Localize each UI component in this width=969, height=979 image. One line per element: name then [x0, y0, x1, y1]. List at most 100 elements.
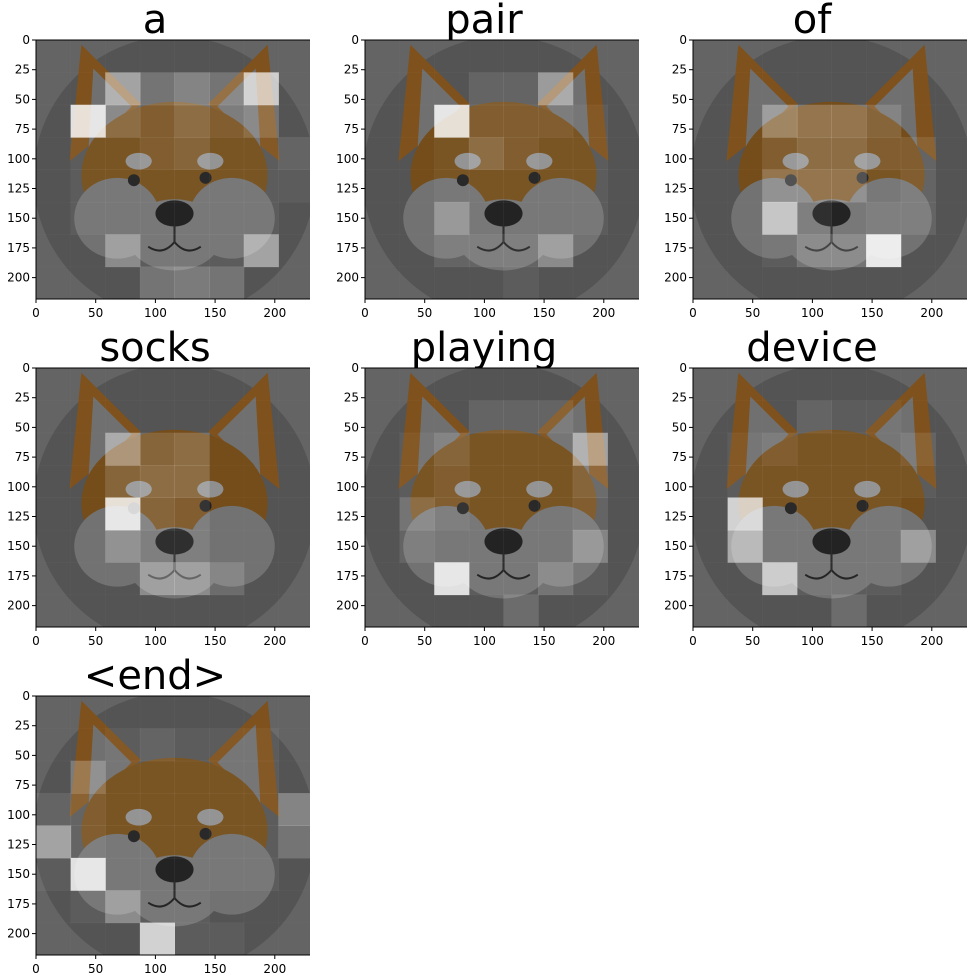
attention-cell	[209, 234, 245, 268]
y-tick-label: 150	[7, 211, 30, 225]
attention-cell	[243, 266, 279, 299]
attention-cell	[693, 368, 729, 401]
panel-title: a	[142, 0, 168, 43]
attention-cell	[139, 728, 175, 762]
x-tick-label: 150	[861, 306, 884, 320]
attention-cell	[935, 465, 967, 498]
attention-cell	[434, 432, 470, 466]
attention-cell	[831, 497, 867, 531]
attention-cell	[399, 465, 435, 498]
attention-cell	[572, 562, 608, 596]
x-tick-label: 100	[473, 634, 496, 648]
attention-cell	[866, 497, 902, 531]
x-tick-label: 100	[801, 634, 824, 648]
attention-cell	[572, 368, 608, 401]
attention-cell	[831, 266, 867, 299]
attention-cell	[278, 137, 310, 170]
attention-cell	[70, 137, 106, 170]
attention-cell	[538, 400, 574, 434]
y-tick-label: 25	[672, 391, 687, 405]
attention-cell	[209, 728, 245, 762]
x-tick-label: 200	[263, 634, 286, 648]
attention-cell	[762, 137, 798, 170]
attention-cell	[796, 137, 832, 170]
attention-cell	[727, 201, 763, 235]
attention-cell	[36, 890, 72, 924]
attention-cell	[762, 594, 798, 627]
attention-cell	[36, 72, 72, 106]
attention-cell	[365, 594, 401, 627]
attention-cell	[243, 497, 279, 531]
y-tick-label: 50	[344, 92, 359, 106]
attention-cell	[70, 793, 106, 826]
attention-cell	[693, 465, 729, 498]
attention-cell	[434, 234, 470, 268]
attention-cell	[831, 562, 867, 596]
attention-cell	[243, 432, 279, 466]
attention-cell	[468, 497, 504, 531]
attention-cell	[866, 465, 902, 498]
attention-cell	[139, 760, 175, 794]
attention-cell	[468, 234, 504, 268]
axes-frame	[35, 695, 310, 956]
y-tick-label: 0	[22, 33, 30, 47]
dog-eye	[528, 171, 541, 184]
attention-cell	[727, 40, 763, 73]
attention-cell	[243, 368, 279, 401]
attention-cell	[503, 169, 539, 203]
attention-cell	[727, 104, 763, 138]
attention-cell	[174, 465, 210, 498]
x-tick-label: 150	[204, 306, 227, 320]
dog-eye	[856, 499, 869, 512]
attention-cell	[607, 40, 639, 73]
attention-cell	[796, 368, 832, 401]
attention-cell	[174, 432, 210, 466]
attention-cell	[243, 922, 279, 955]
y-tick-label: 25	[15, 719, 30, 733]
attention-cell	[70, 400, 106, 434]
attention-cell	[139, 432, 175, 466]
y-tick-label: 150	[336, 211, 359, 225]
y-tick-label: 175	[336, 569, 359, 583]
attention-cell	[105, 400, 141, 434]
attention-cell	[209, 40, 245, 73]
attention-cell	[572, 234, 608, 268]
attention-cell	[139, 72, 175, 106]
attention-cell	[607, 72, 639, 106]
attention-cell	[434, 72, 470, 106]
attention-cell	[468, 400, 504, 434]
panel-title: pair	[445, 0, 523, 43]
attention-cell	[607, 201, 639, 235]
attention-cell	[572, 201, 608, 235]
attention-cell	[278, 266, 310, 299]
attention-cell	[278, 793, 310, 826]
attention-cell	[36, 760, 72, 794]
attention-cell	[831, 40, 867, 73]
attention-cell	[399, 40, 435, 73]
attention-cell	[36, 793, 72, 826]
y-tick-label: 200	[664, 599, 687, 613]
attention-cell	[572, 104, 608, 138]
attention-cell	[209, 368, 245, 401]
attention-cell	[831, 104, 867, 138]
attention-cell	[727, 497, 763, 531]
y-tick-label: 125	[7, 838, 30, 852]
dog-nose	[812, 200, 851, 227]
y-tick-label: 175	[7, 569, 30, 583]
y-tick-label: 50	[15, 92, 30, 106]
attention-cell	[174, 696, 210, 729]
x-tick-label: 100	[473, 306, 496, 320]
attention-cell	[935, 266, 967, 299]
attention-cell	[538, 465, 574, 498]
x-tick-label: 50	[745, 634, 760, 648]
attention-cell	[36, 266, 72, 299]
attention-cell	[468, 137, 504, 170]
attention-cell	[70, 825, 106, 859]
attention-cell	[762, 400, 798, 434]
dog-mouth	[804, 553, 859, 580]
attention-cell	[538, 40, 574, 73]
